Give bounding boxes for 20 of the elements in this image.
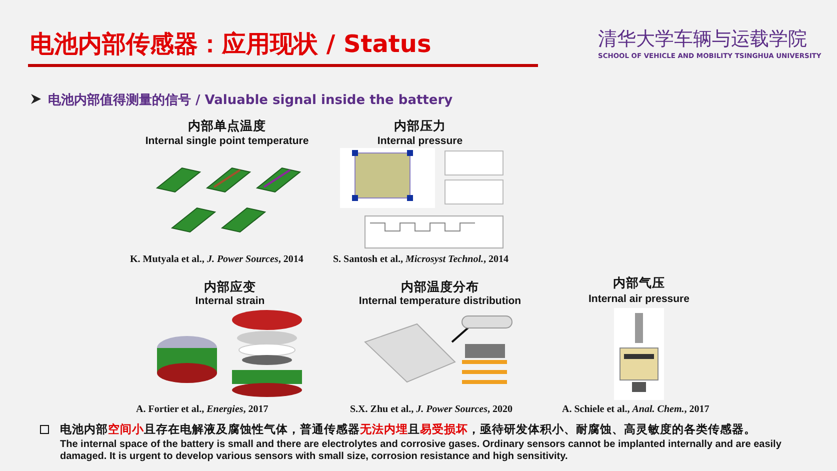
- citation: A. Fortier et al., Energies, 2017: [136, 404, 268, 415]
- panel-subtitle: Internal pressure: [377, 135, 463, 147]
- citation: A. Schiele et al., Anal. Chem., 2017: [562, 404, 710, 415]
- panel-title: 内部应变: [204, 279, 256, 296]
- panel-subtitle: Internal air pressure: [588, 293, 690, 305]
- citation: S.X. Zhu et al., J. Power Sources, 2020: [350, 404, 513, 415]
- slide-title: 电池内部传感器：应用现状 / Status: [30, 29, 432, 60]
- bullet-text: The internal space of the battery is small and there are electrolytes and corrosive gases. Ordinary sensors cannot be implanted internally and are easily damaged. It is urgent to develop various sensors with small size, corrosion resistance and high sensitivity.: [60, 439, 782, 463]
- panel-title: 内部压力: [394, 118, 446, 135]
- panel-title: 内部单点温度: [188, 118, 266, 135]
- panel-subtitle: Internal strain: [195, 295, 265, 307]
- institution-name: 清华大学车辆与运载学院: [598, 27, 807, 52]
- section-heading: 电池内部值得测量的信号 / Valuable signal inside the battery: [48, 92, 453, 109]
- bullet-text: 电池内部空间小且存在电解液及腐蚀性气体，普通传感器无法内埋且易受损坏，亟待研发体积小、耐腐蚀、高灵敏度的各类传感器。: [60, 422, 756, 437]
- panel-subtitle: Internal temperature distribution: [358, 295, 522, 307]
- panel-title: 内部温度分布: [401, 279, 479, 296]
- citation: K. Mutyala et al., J. Power Sources, 2014: [130, 254, 304, 265]
- panel-title: 内部气压: [613, 275, 665, 292]
- panel-subtitle: Internal single point temperature: [145, 135, 309, 147]
- citation: S. Santosh et al., Microsyst Technol., 2014: [333, 254, 508, 265]
